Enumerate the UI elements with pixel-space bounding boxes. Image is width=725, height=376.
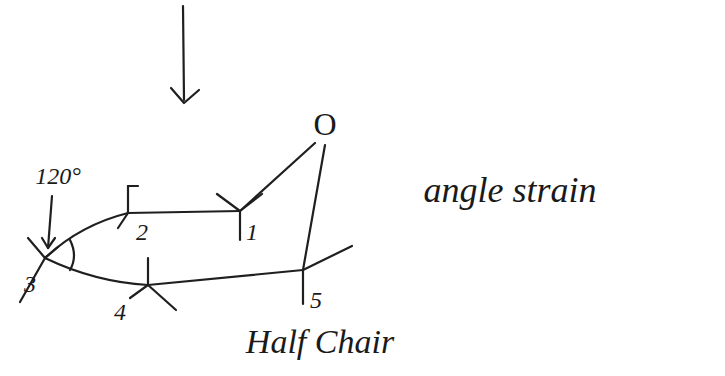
arrow-shaft <box>183 6 184 100</box>
bond <box>45 258 148 285</box>
arrow-head <box>171 88 199 103</box>
bond <box>45 213 128 258</box>
bond-stub <box>148 285 176 310</box>
bond-stub <box>302 270 304 304</box>
atom-number: 2 <box>136 220 148 244</box>
oxygen-atom: O <box>313 108 336 140</box>
bond <box>148 270 303 285</box>
bond <box>240 143 315 211</box>
bond-stub <box>130 258 148 298</box>
atom-number: 4 <box>114 300 126 324</box>
bond-stub <box>239 211 241 240</box>
bond <box>303 145 325 270</box>
bond-stub <box>303 246 352 270</box>
bond-stub <box>118 186 128 228</box>
conformation-name: Half Chair <box>246 325 394 359</box>
bond-stub <box>217 194 262 211</box>
atom-number: 1 <box>246 220 258 244</box>
bond-stub <box>45 247 58 258</box>
pointer <box>48 196 52 248</box>
angle-value: 120° <box>35 164 81 188</box>
pointer-head <box>42 238 55 248</box>
angle-arc <box>70 240 74 270</box>
bond-stub <box>128 185 138 187</box>
atom-number: 3 <box>24 272 36 296</box>
bond <box>128 211 240 213</box>
note-text: angle strain <box>423 172 596 208</box>
bond-stub <box>20 238 45 302</box>
atom-number: 5 <box>310 288 322 312</box>
